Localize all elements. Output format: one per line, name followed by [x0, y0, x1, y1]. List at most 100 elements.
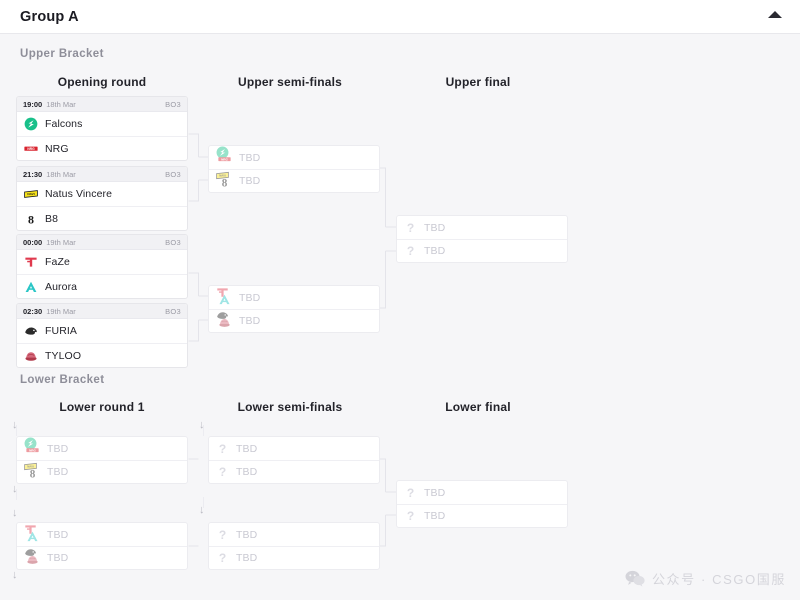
aurora-logo	[24, 280, 38, 294]
question-icon: ?	[218, 465, 227, 479]
round-header-upper-final: Upper final	[445, 75, 511, 89]
team-name: NRG	[45, 142, 69, 155]
team-row[interactable]: TBD	[209, 309, 379, 332]
team-logo-stack: NAVI 8	[24, 460, 40, 481]
team-row[interactable]: TBD	[17, 546, 187, 569]
team-logo-stack	[24, 549, 40, 567]
match-card[interactable]: NRG TBD NAVI 8 TBD	[16, 436, 188, 484]
match-format: BO3	[165, 169, 181, 179]
team-name: TBD	[47, 442, 69, 455]
team-name: Falcons	[45, 118, 83, 130]
lower-bracket-label: Lower Bracket	[20, 374, 105, 386]
match-card[interactable]: TBD TBD	[16, 522, 188, 570]
team-logo-stack	[24, 524, 40, 544]
team-row[interactable]: FaZe	[17, 250, 187, 274]
round-header-upper-semis: Upper semi-finals	[237, 75, 343, 89]
drop-arrow-icon: ↓	[12, 569, 18, 581]
match-card[interactable]: 02:30 19th Mar BO3 FURIA TYLOO	[16, 303, 188, 368]
team-row[interactable]: TBD	[17, 523, 187, 546]
team-row[interactable]: NAVI 8 TBD	[17, 460, 187, 483]
svg-text:NAVI: NAVI	[219, 174, 226, 178]
match-card[interactable]: NRG TBD NAVI 8 TBD	[208, 145, 380, 193]
match-time: 02:30	[23, 306, 43, 316]
question-icon: ?	[406, 220, 415, 235]
upper-bracket-label: Upper Bracket	[20, 48, 104, 60]
faze-logo	[216, 286, 229, 299]
nrg-logo: NRG	[26, 444, 39, 457]
page-title: Group A	[20, 8, 79, 25]
b8-logo: 8	[218, 176, 231, 189]
furia-logo	[24, 324, 38, 338]
match-date: 18th Mar	[46, 99, 76, 109]
watermark: 公众号 · CSGO国服	[625, 569, 786, 588]
drop-arrow-icon: ↓	[199, 504, 205, 516]
team-row[interactable]: NRG TBD	[209, 146, 379, 169]
tyloo-logo	[24, 349, 38, 363]
question-icon: ?	[406, 485, 415, 500]
team-row[interactable]: TYLOO	[17, 343, 187, 367]
question-icon: ?	[218, 441, 227, 456]
team-row[interactable]: ?TBD	[397, 504, 567, 527]
team-logo-stack: NAVI 8	[216, 171, 232, 190]
tyloo-logo	[218, 316, 231, 329]
team-row[interactable]: NRG TBD	[17, 437, 187, 460]
svg-text:NRG: NRG	[27, 147, 35, 151]
b8-logo: 8	[26, 467, 39, 480]
team-row[interactable]: ?TBD	[397, 239, 567, 262]
match-date: 18th Mar	[46, 169, 76, 179]
team-name: TBD	[47, 528, 69, 541]
team-row[interactable]: ? TBD	[209, 546, 379, 569]
match-format: BO3	[165, 99, 181, 109]
svg-text:NRG: NRG	[29, 448, 36, 452]
match-card[interactable]: TBD TBD	[208, 285, 380, 333]
match-header: 00:00 19th Mar BO3	[17, 235, 187, 250]
team-row[interactable]: ?TBD	[209, 460, 379, 483]
team-name: TBD	[236, 528, 258, 541]
team-name: TBD	[239, 291, 261, 304]
watermark-text: 公众号 · CSGO国服	[651, 572, 786, 587]
drop-arrow-icon: ↓	[12, 419, 18, 431]
team-logo-stack: NRG	[216, 146, 232, 167]
match-card[interactable]: ?TBD ?TBD	[396, 480, 568, 528]
svg-text:NAVI: NAVI	[27, 465, 34, 469]
team-row[interactable]: ? TBD	[209, 523, 379, 546]
team-logo-stack	[216, 312, 232, 330]
match-card[interactable]: 00:00 19th Mar BO3 FaZe Aurora	[16, 234, 188, 299]
team-name: TBD	[424, 221, 446, 234]
team-row[interactable]: ?TBD	[397, 481, 567, 504]
team-row[interactable]: Falcons	[17, 112, 187, 136]
team-name: FURIA	[45, 325, 77, 337]
match-time: 00:00	[23, 237, 43, 247]
match-card[interactable]: ?TBD ?TBD	[208, 436, 380, 484]
question-icon: ?	[218, 527, 227, 542]
question-icon: ?	[218, 551, 227, 565]
team-row[interactable]: ?TBD	[209, 437, 379, 460]
team-name: TBD	[236, 552, 258, 564]
team-name: Aurora	[45, 280, 78, 293]
svg-text:8: 8	[28, 212, 34, 226]
chevron-up-icon[interactable]	[768, 11, 782, 18]
drop-arrow-icon: ↓	[12, 483, 18, 495]
falcons-logo	[216, 146, 229, 159]
faze-logo	[24, 255, 38, 269]
navi-logo: NAVI	[24, 460, 37, 473]
b8-logo: 8	[24, 212, 38, 226]
team-row[interactable]: FURIA	[17, 319, 187, 343]
team-row[interactable]: TBD	[209, 286, 379, 309]
team-row[interactable]: NAVI 8 TBD	[209, 169, 379, 192]
team-row[interactable]: ? TBD	[397, 216, 567, 239]
team-name: TBD	[239, 315, 261, 327]
team-row[interactable]: Aurora	[17, 274, 187, 298]
match-card[interactable]: ?TBD ?TBD	[396, 215, 568, 263]
team-row[interactable]: NRG NRG	[17, 136, 187, 160]
match-card[interactable]: ? TBD ? TBD	[208, 522, 380, 570]
team-name: TBD	[239, 151, 261, 164]
round-header-lower-final: Lower final	[445, 400, 511, 414]
svg-text:NRG: NRG	[221, 157, 228, 161]
furia-logo	[24, 546, 37, 559]
